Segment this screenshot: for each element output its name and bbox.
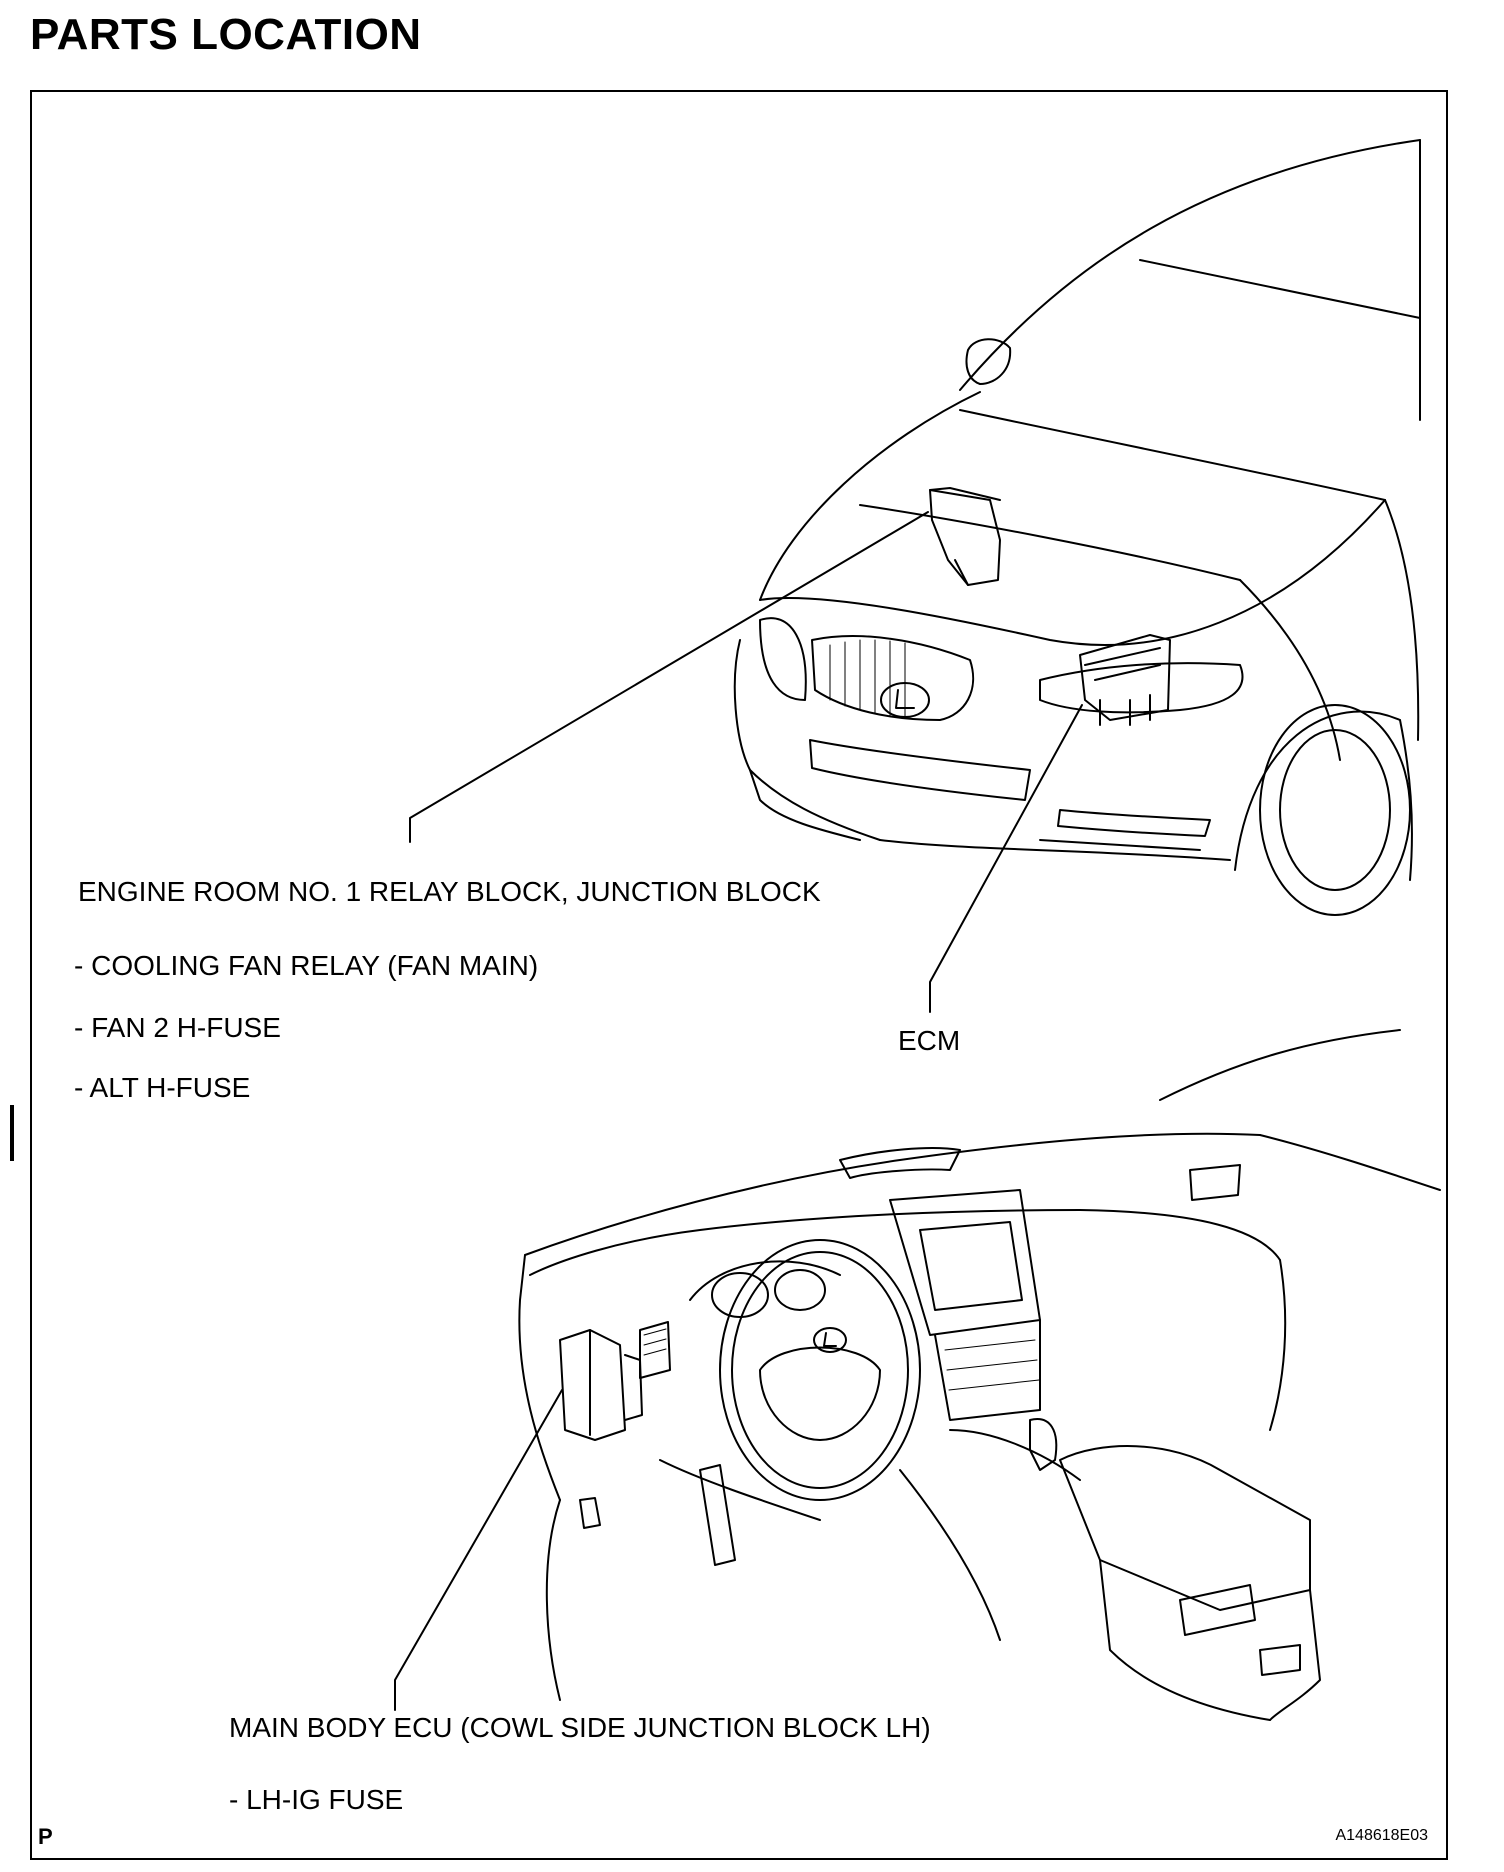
lh-ig-fuse-label: - LH-IG FUSE <box>229 1784 404 1815</box>
diagram-frame <box>30 90 1448 1860</box>
cooling-fan-relay-label: - COOLING FAN RELAY (FAN MAIN) <box>74 950 539 981</box>
figure-code: A148618E03 <box>1335 1827 1428 1844</box>
alt-hfuse-label: - ALT H-FUSE <box>74 1072 251 1103</box>
car-front-illustration <box>733 139 1421 916</box>
dashboard-illustration <box>518 1029 1441 1721</box>
change-bar <box>10 1105 14 1161</box>
corner-mark: P <box>38 1824 53 1849</box>
engine-room-relay-block-label: ENGINE ROOM NO. 1 RELAY BLOCK, JUNCTION … <box>78 876 821 907</box>
leader-lines <box>394 511 1083 1711</box>
main-body-ecu-label: MAIN BODY ECU (COWL SIDE JUNCTION BLOCK … <box>229 1712 931 1743</box>
ecm-label: ECM <box>898 1025 961 1056</box>
fan2-hfuse-label: - FAN 2 H-FUSE <box>74 1012 281 1043</box>
page-title: PARTS LOCATION <box>30 10 422 59</box>
